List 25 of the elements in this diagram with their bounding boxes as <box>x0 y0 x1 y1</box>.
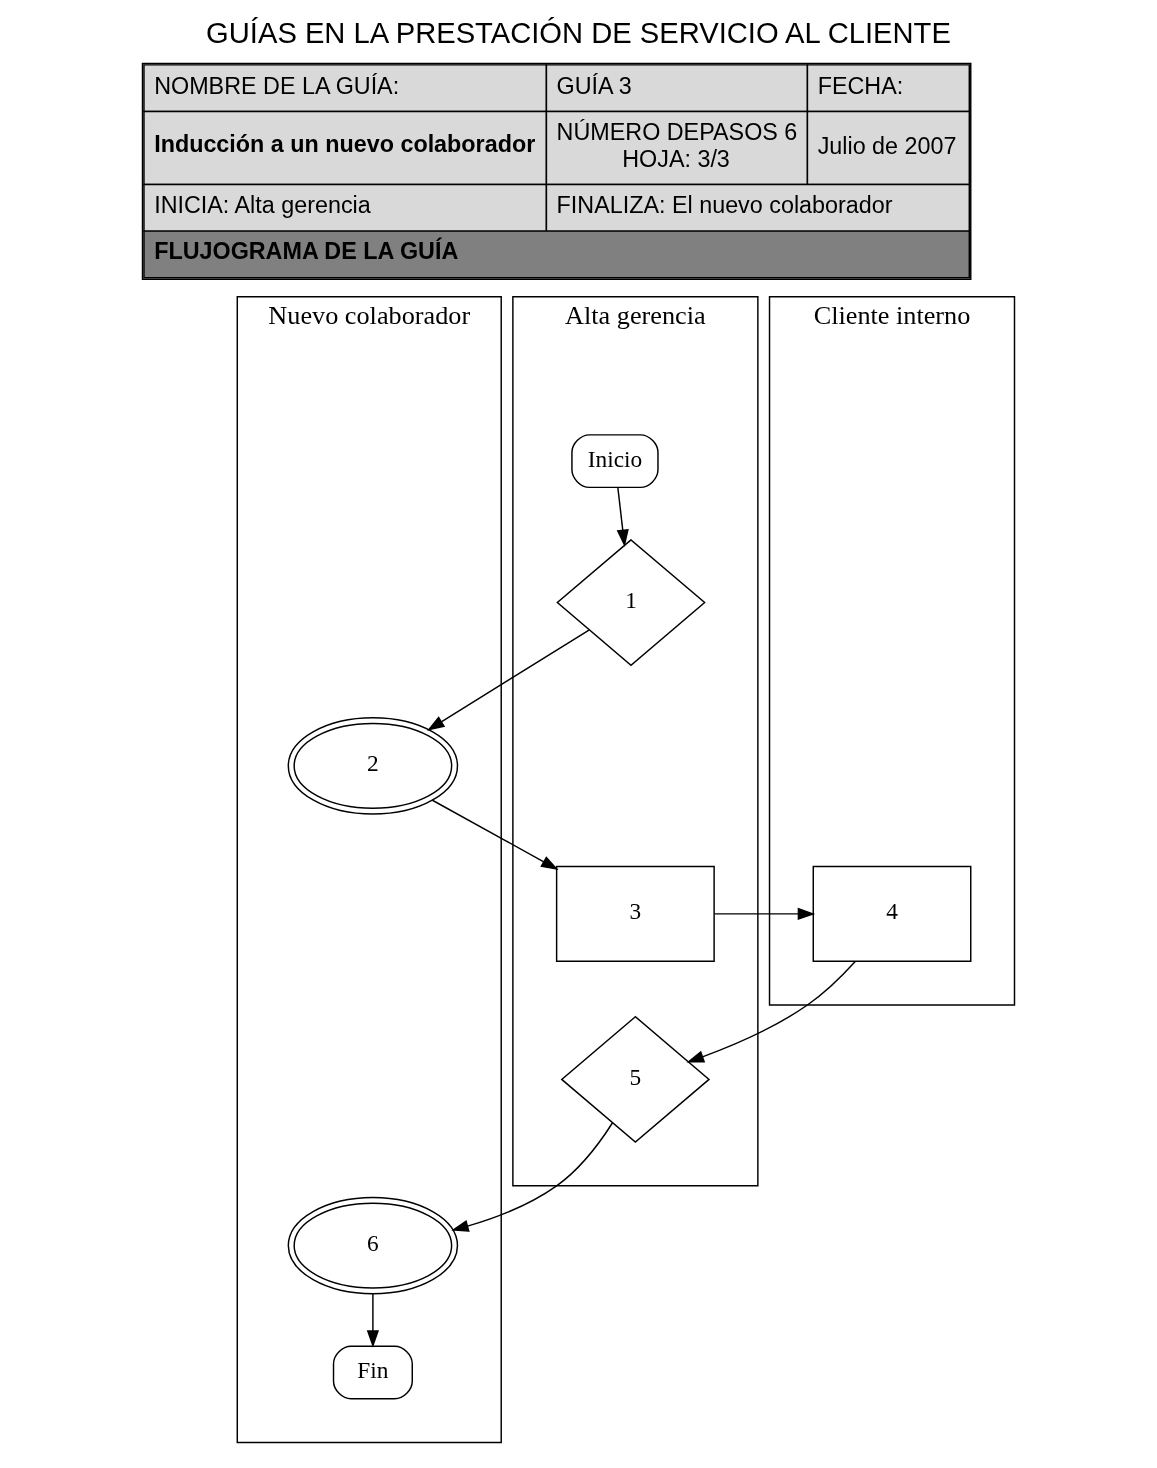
arrow <box>713 907 816 920</box>
diagram-title: GUÍAS EN LA PRESTACIÓN DE SERVICIO AL CLIENTE <box>206 17 951 50</box>
node-diamond: 5 <box>560 1015 711 1144</box>
node-box: 3 <box>555 865 715 962</box>
label: Inducción a un nuevo colaborador <box>154 131 536 158</box>
label: FECHA: <box>817 72 904 99</box>
node-box: Inicio <box>571 434 659 489</box>
arrow <box>451 1122 614 1232</box>
arrow <box>431 799 559 870</box>
label: NÚMERO DEPASOS 6 <box>556 119 798 146</box>
node-box: 4 <box>812 865 972 962</box>
label: Julio de 2007 <box>817 132 957 159</box>
arrow <box>616 487 629 548</box>
arrow <box>427 629 590 731</box>
label: FLUJOGRAMA DE LA GUÍA <box>154 237 459 264</box>
label: FINALIZA: El nuevo colaborador <box>556 192 893 219</box>
node-ellipse: 6 <box>287 1196 459 1295</box>
node-box: Fin <box>332 1345 413 1400</box>
label: NOMBRE DE LA GUÍA: <box>154 72 400 99</box>
node-diamond: 1 <box>556 538 706 667</box>
label: GUÍA 3 <box>556 72 632 99</box>
arrow <box>366 1293 380 1348</box>
label: HOJA: 3/3 <box>622 145 730 172</box>
arrow <box>686 960 856 1063</box>
label: INICIA: Alta gerencia <box>154 192 371 219</box>
